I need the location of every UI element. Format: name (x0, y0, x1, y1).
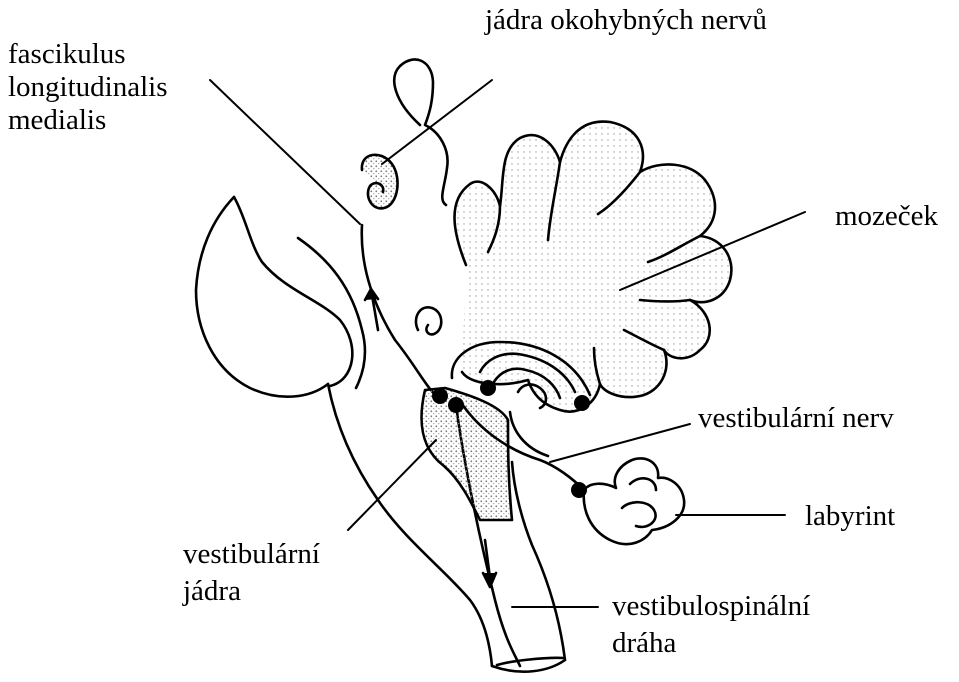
midbrain-outline (394, 59, 447, 205)
cerebellum-outline (455, 122, 732, 412)
label-oculomotor-nuclei: jádra okohybných nervů (485, 4, 767, 37)
synapse-dot (574, 395, 590, 411)
synapse-dot (571, 482, 587, 498)
synapse-dot (480, 380, 496, 396)
label-vestibular-nerve: vestibulární nerv (698, 402, 894, 435)
vestibular-nuclei-region (421, 388, 512, 520)
synapse-dot (432, 388, 448, 404)
label-cerebellum: mozeček (835, 200, 938, 233)
oculomotor-nucleus (362, 155, 398, 209)
label-fasciculus-line-2: longitudinalis (8, 71, 168, 104)
label-vestibular-nuclei-line-1: vestibulární (183, 538, 320, 571)
label-vestibulospinal-line-1: vestibulospinální (612, 590, 810, 623)
label-fasciculus-line-3: medialis (8, 104, 168, 137)
label-labyrinth: labyrint (805, 500, 895, 533)
label-fasciculus-line-1: fascikulus (8, 38, 168, 71)
leader-fasciculus (210, 80, 360, 224)
medulla-right-outline (512, 462, 565, 660)
synapse-dot (448, 397, 464, 413)
label-vestibular-nuclei: vestibulární jádra (183, 538, 320, 608)
label-vestibular-nuclei-line-2: jádra (183, 575, 320, 608)
leader-vestibular-nuclei (348, 440, 436, 530)
label-fasciculus: fascikulus longitudinalis medialis (8, 38, 168, 137)
leader-vestibular-nerve (550, 424, 690, 462)
small-nucleus (416, 307, 441, 334)
label-vestibulospinal-line-2: dráha (612, 627, 810, 660)
medulla-base (492, 658, 565, 672)
leader-oculomotor (382, 80, 492, 164)
cerebral-peduncle (234, 197, 352, 386)
label-vestibulospinal-tract: vestibulospinální dráha (612, 590, 810, 660)
mlf-tract (362, 225, 436, 396)
